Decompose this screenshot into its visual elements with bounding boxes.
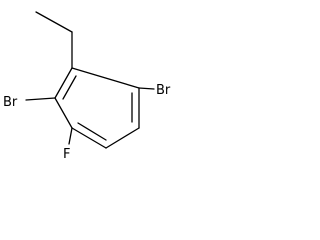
ring-bond-c4-c5 xyxy=(105,127,140,149)
ring-bond-c1-c2 xyxy=(54,67,73,99)
methyl-bond xyxy=(35,11,73,33)
structure-canvas: Br Br F xyxy=(0,0,186,185)
bromine-label-right: Br xyxy=(156,83,171,98)
double-bond-inner-left xyxy=(62,75,77,100)
ring-bond-c2-c3 xyxy=(54,97,73,129)
fluoro-bond xyxy=(68,127,73,145)
bromo-bond-left xyxy=(25,97,56,101)
ring-bond-c6-c1 xyxy=(71,67,140,89)
bromo-bond-right xyxy=(138,87,155,90)
fluorine-label: F xyxy=(63,147,70,162)
bromine-label-left: Br xyxy=(3,95,18,110)
double-bond-inner-bottom xyxy=(77,122,107,141)
ring-bond-c3-c4 xyxy=(71,127,107,149)
molecule-drawing: Br Br F xyxy=(3,11,171,162)
